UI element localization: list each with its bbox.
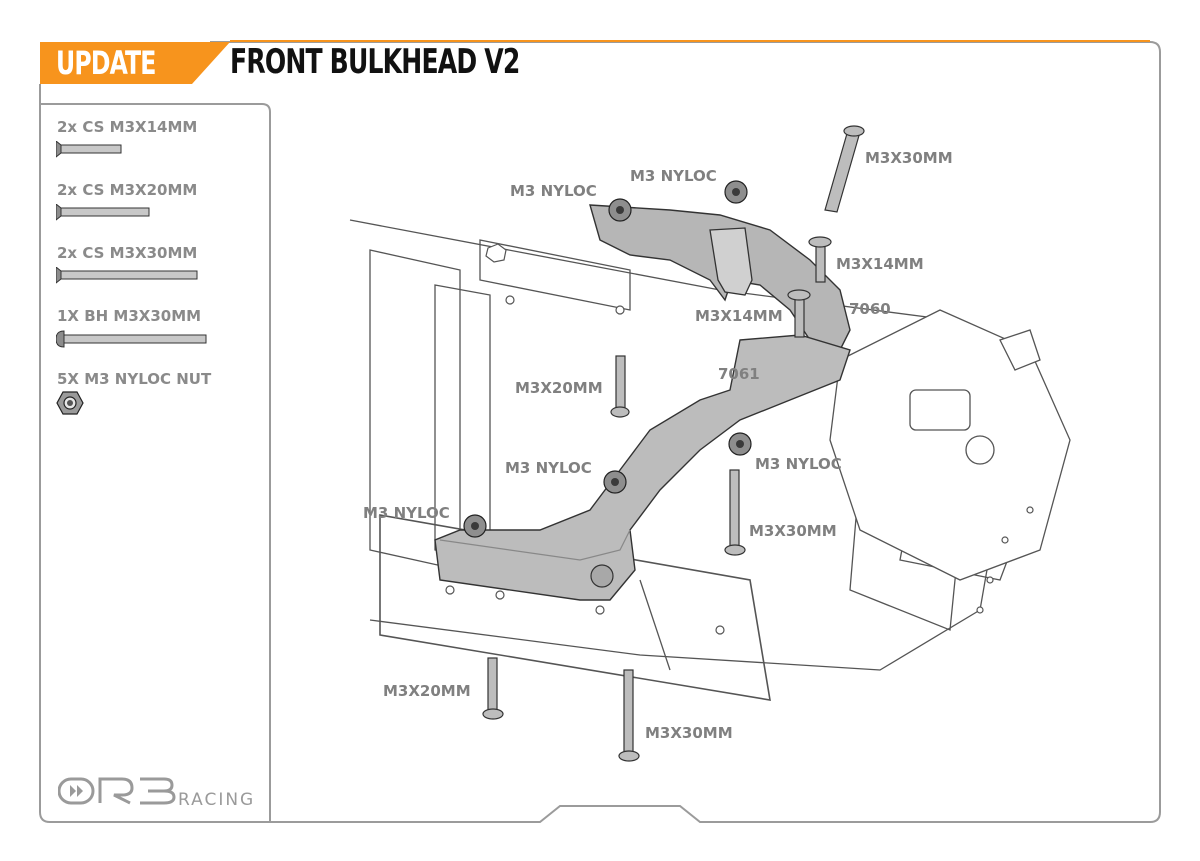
countersunk-screw-icon (56, 141, 122, 158)
callout-nyloc-5: M3 NYLOC (363, 504, 450, 522)
callout-m3x30-top: M3X30MM (865, 149, 953, 167)
part-label-1: 2x CS M3X14MM (57, 118, 198, 136)
countersunk-screw-icon (56, 204, 150, 221)
callout-m3x30-mid: M3X30MM (749, 522, 837, 540)
page-title: FRONT BULKHEAD V2 (230, 42, 520, 82)
update-label: UPDATE (56, 44, 156, 82)
nyloc-nut-icon (56, 391, 84, 415)
update-badge: UPDATE (40, 42, 230, 84)
callout-m3x20-2: M3X20MM (383, 682, 471, 700)
countersunk-screw-icon (56, 267, 198, 284)
callout-m3x30-bottom: M3X30MM (645, 724, 733, 742)
part-label-4: 1X BH M3X30MM (57, 307, 202, 325)
callout-part-7060: 7060 (849, 300, 891, 318)
brand-text: RACING (178, 790, 256, 810)
callout-m3x20-1: M3X20MM (515, 379, 603, 397)
callout-m3x14-2: M3X14MM (695, 307, 783, 325)
callout-nyloc-4: M3 NYLOC (755, 455, 842, 473)
callout-m3x14-1: M3X14MM (836, 255, 924, 273)
callout-part-7061: 7061 (718, 365, 760, 383)
orb-logo (58, 777, 176, 805)
part-label-5: 5X M3 NYLOC NUT (57, 370, 212, 388)
callout-nyloc-3: M3 NYLOC (505, 459, 592, 477)
part-label-3: 2x CS M3X30MM (57, 244, 198, 262)
callout-nyloc-2: M3 NYLOC (630, 167, 717, 185)
part-label-2: 2x CS M3X20MM (57, 181, 198, 199)
callout-nyloc-1: M3 NYLOC (510, 182, 597, 200)
button-head-screw-icon (56, 330, 207, 348)
assembly-illustration (349, 125, 1071, 762)
